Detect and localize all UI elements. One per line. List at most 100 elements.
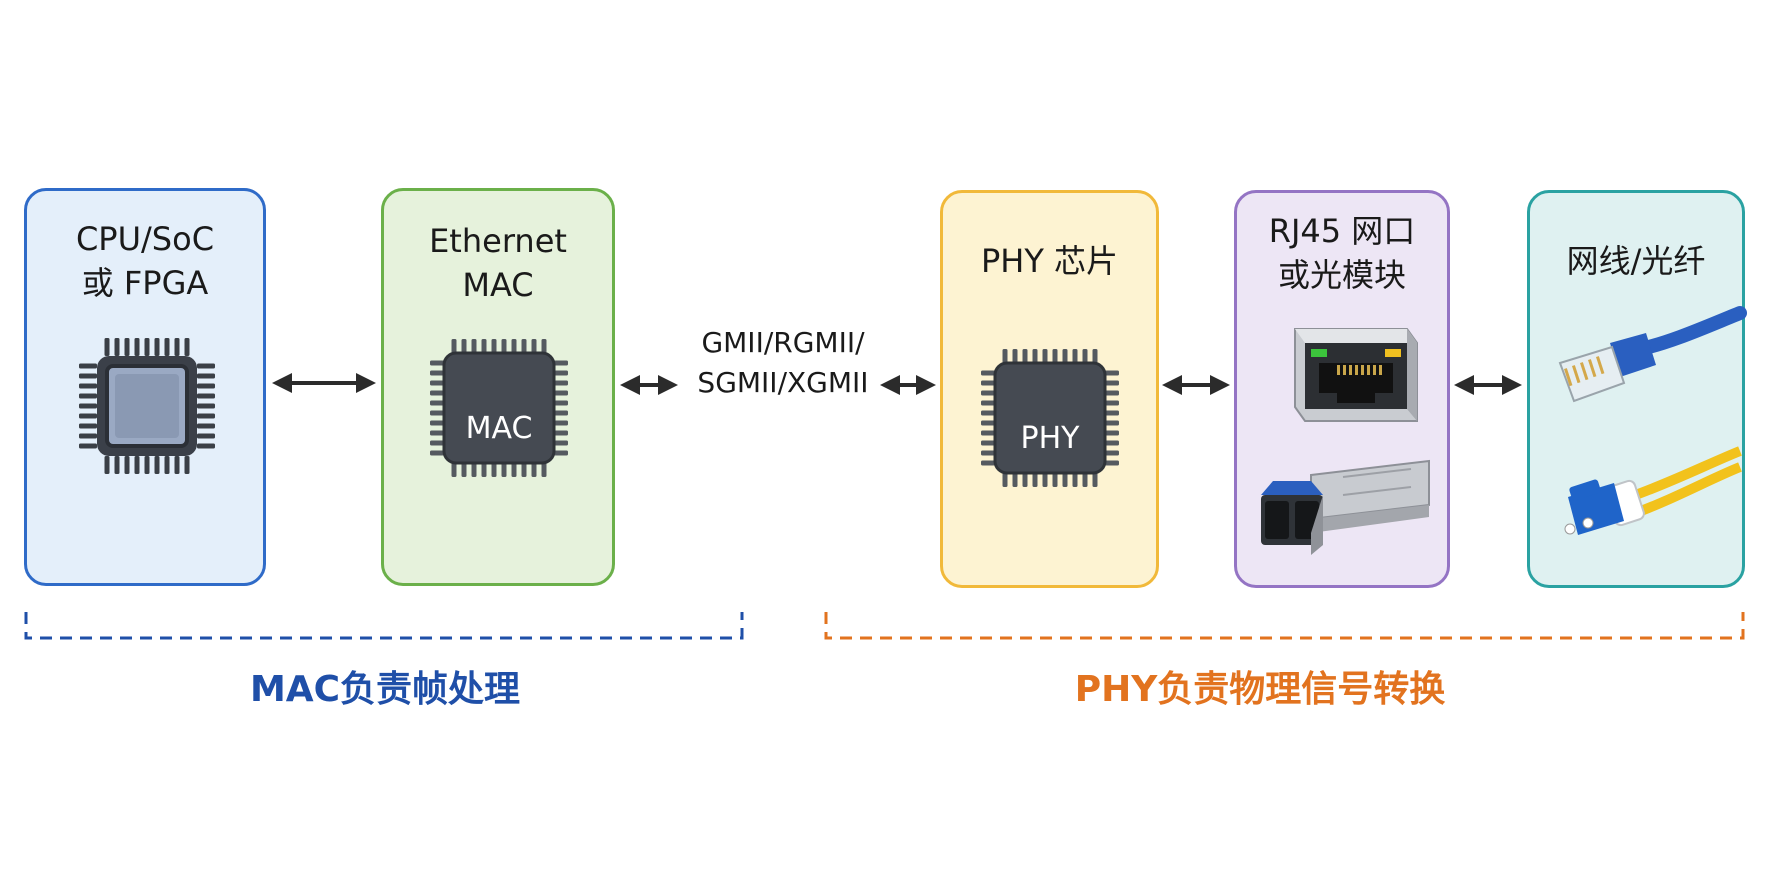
chip-pin [491,463,497,477]
chip-pin [471,463,477,477]
chip-pin [174,338,180,356]
chip-pin [134,456,140,474]
chip-pin [197,443,215,449]
chip-pin [144,338,150,356]
chip-pin [430,450,444,456]
chip-pin [981,420,995,426]
chip-pin [554,450,568,456]
chip-pin [471,339,477,353]
chip-pin [491,339,497,353]
chip-pin [981,460,995,466]
chip-pin [79,423,97,429]
chip-pin [1002,473,1008,487]
mac-chip-icon [430,339,568,477]
chip-pin [114,338,120,356]
chip-pin [79,373,97,379]
chip-pin [981,410,995,416]
chip-pin [154,338,160,356]
chip-pin [79,383,97,389]
chip-pin [114,456,120,474]
chip-pin [1105,400,1119,406]
chip-pin [981,370,995,376]
phy-group-label: PHY负责物理信号转换 [1074,669,1446,710]
chip-pin [1105,390,1119,396]
chip-pin [79,413,97,419]
phy-box-title: PHY 芯片 [980,242,1119,280]
chip-pin [981,430,995,436]
chip-pin [1072,473,1078,487]
chip-pin [430,390,444,396]
chip-pin [197,383,215,389]
cpu-chip-icon [79,338,215,474]
chip-pin [430,370,444,376]
chip-pin [1105,440,1119,446]
chip-pin [554,370,568,376]
chip-pin [531,339,537,353]
chip-pin [164,338,170,356]
fiber-connector-icon [1564,446,1742,535]
chip-pin [554,430,568,436]
chip-pin [541,339,547,353]
chip-pin [1092,349,1098,363]
chip-pin [1105,450,1119,456]
chip-pin [430,380,444,386]
phy-group-bracket [824,612,1745,640]
chip-pin [79,443,97,449]
chip-pin [1092,473,1098,487]
chip-pin [197,403,215,409]
chip-pin [451,339,457,353]
chip-pin [521,463,527,477]
chip-pin [1105,430,1119,436]
phy-chip-icon [981,349,1119,487]
chip-pin [1012,349,1018,363]
chip-pin [451,463,457,477]
chip-pin [430,430,444,436]
chip-pin [184,338,190,356]
chip-pin [430,410,444,416]
ethernet-mac-box: Ethernet MAC MAC [381,188,615,586]
chip-pin [79,393,97,399]
chip-pin [981,440,995,446]
chip-pin [981,380,995,386]
chip-pin [79,403,97,409]
chip-pin [554,380,568,386]
chip-pin [981,390,995,396]
mac-group-bracket [24,612,744,640]
chip-pin [1052,349,1058,363]
chip-pin [511,339,517,353]
chip-pin [554,360,568,366]
chip-pin [79,363,97,369]
chip-pin [164,456,170,474]
chip-pin [79,433,97,439]
chip-pin [104,338,110,356]
chip-pin [1042,473,1048,487]
phy-chip-box: PHY 芯片 PHY [940,190,1159,588]
chip-pin [554,420,568,426]
chip-pin [541,463,547,477]
chip-pin [501,339,507,353]
cpu-box-title: CPU/SoC 或 FPGA [75,220,215,302]
chip-pin [1072,349,1078,363]
phy-chip-label: PHY [1020,421,1080,456]
chip-pin [1032,349,1038,363]
chip-pin [197,363,215,369]
chip-pin [430,360,444,366]
chip-pin [144,456,150,474]
chip-pin [124,338,130,356]
mac-group-label: MAC负责帧处理 [249,669,521,710]
chip-pin [1105,380,1119,386]
cable-fiber-box: 网线/光纤 [1527,190,1747,588]
chip-pin [1062,349,1068,363]
chip-pin [1105,460,1119,466]
chip-pin [1082,349,1088,363]
rj45-box-title: RJ45 网口 或光模块 [1268,212,1416,294]
chip-pin [154,456,160,474]
chip-pin [511,463,517,477]
sfp-module-icon [1261,459,1430,555]
chip-pin [554,400,568,406]
chip-pin [184,456,190,474]
chip-pin [461,463,467,477]
chip-pin [1022,473,1028,487]
cable-box-title: 网线/光纤 [1566,242,1706,280]
